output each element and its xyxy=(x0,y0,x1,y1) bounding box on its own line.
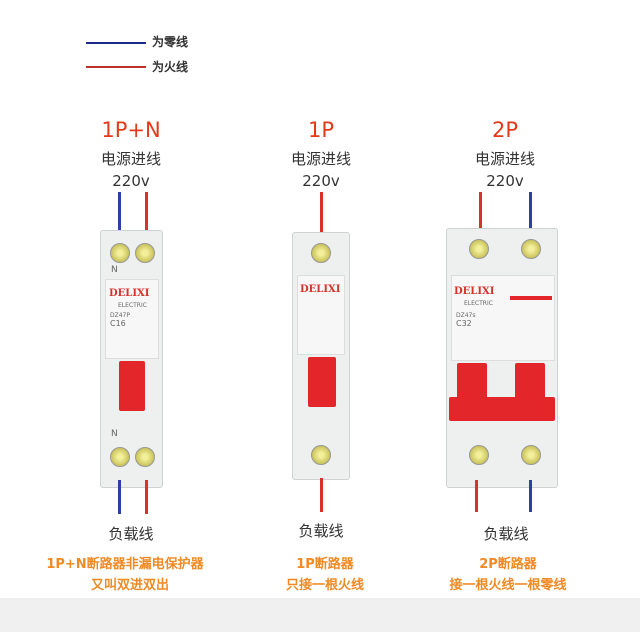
bottom-strip xyxy=(0,598,640,632)
screw-icon xyxy=(110,447,130,467)
screw-icon xyxy=(521,239,541,259)
screw-icon xyxy=(311,243,331,263)
breaker-2-title: 1P xyxy=(307,118,335,142)
screw-icon xyxy=(135,447,155,467)
brand-sub: ELECTRIC xyxy=(464,300,493,307)
handle-tie-bar xyxy=(449,397,555,421)
screw-icon xyxy=(469,445,489,465)
live-wire xyxy=(145,192,148,234)
brand-sub: ELECTRIC xyxy=(118,302,147,309)
live-wire xyxy=(479,192,482,232)
breaker-1-load: 负载线 xyxy=(108,525,154,543)
breaker-3-load: 负载线 xyxy=(483,525,529,543)
model: DZ47P xyxy=(110,312,130,319)
brand-logo: DELIXI xyxy=(454,286,495,297)
breaker-3-note1: 2P断路器 xyxy=(479,557,537,572)
breaker-1p: DELIXI xyxy=(292,232,350,480)
toggle-handle xyxy=(308,357,336,407)
breaker-2-note2: 只接一根火线 xyxy=(285,578,364,593)
red-stripe xyxy=(510,296,552,300)
screw-icon xyxy=(110,243,130,263)
live-wire xyxy=(145,480,148,514)
model: DZ47s xyxy=(456,312,476,319)
breaker-1-voltage: 220v xyxy=(112,172,150,190)
neutral-wire xyxy=(529,480,532,512)
live-line-swatch xyxy=(86,66,146,68)
breaker-1-title: 1P+N xyxy=(101,118,161,142)
live-wire xyxy=(475,480,478,512)
toggle-handle xyxy=(457,363,487,403)
breaker-3-title: 2P xyxy=(491,118,519,142)
breaker-1pn: N DELIXI ELECTRIC DZ47P C16 N xyxy=(100,230,163,488)
breaker-2-load: 负载线 xyxy=(298,522,344,540)
breaker-3-note2: 接一根火线一根零线 xyxy=(449,578,567,593)
screw-icon xyxy=(135,243,155,263)
legend-neutral: 为零线 xyxy=(152,35,189,49)
screw-icon xyxy=(469,239,489,259)
breaker-3-source: 电源进线 xyxy=(474,150,535,168)
terminal-n-label: N xyxy=(111,265,118,275)
breaker-2p: DELIXI ELECTRIC DZ47s C32 xyxy=(446,228,558,488)
breaker-face: DELIXI ELECTRIC DZ47s C32 xyxy=(451,275,555,361)
neutral-wire xyxy=(118,192,121,234)
breaker-1-note2: 又叫双进双出 xyxy=(90,578,169,593)
neutral-wire xyxy=(529,192,532,232)
rating: C16 xyxy=(110,319,126,328)
rating: C32 xyxy=(456,319,472,328)
breaker-face: DELIXI ELECTRIC DZ47P C16 xyxy=(105,279,159,359)
toggle-handle xyxy=(119,361,145,411)
breaker-1-source: 电源进线 xyxy=(100,150,161,168)
neutral-wire xyxy=(118,480,121,514)
screw-icon xyxy=(311,445,331,465)
toggle-handle xyxy=(515,363,545,403)
breaker-2-source: 电源进线 xyxy=(290,150,351,168)
brand-logo: DELIXI xyxy=(109,288,150,299)
neutral-line-swatch xyxy=(86,42,146,44)
terminal-n-label: N xyxy=(111,429,118,439)
live-wire xyxy=(320,192,323,234)
breaker-3-voltage: 220v xyxy=(486,172,524,190)
breaker-2-note1: 1P断路器 xyxy=(296,557,354,572)
breaker-1-note1: 1P+N断路器非漏电保护器 xyxy=(46,557,204,572)
live-wire xyxy=(320,478,323,512)
brand-logo: DELIXI xyxy=(300,284,341,295)
breaker-face: DELIXI xyxy=(297,275,345,355)
legend-live: 为火线 xyxy=(152,60,189,74)
screw-icon xyxy=(521,445,541,465)
breaker-2-voltage: 220v xyxy=(302,172,340,190)
